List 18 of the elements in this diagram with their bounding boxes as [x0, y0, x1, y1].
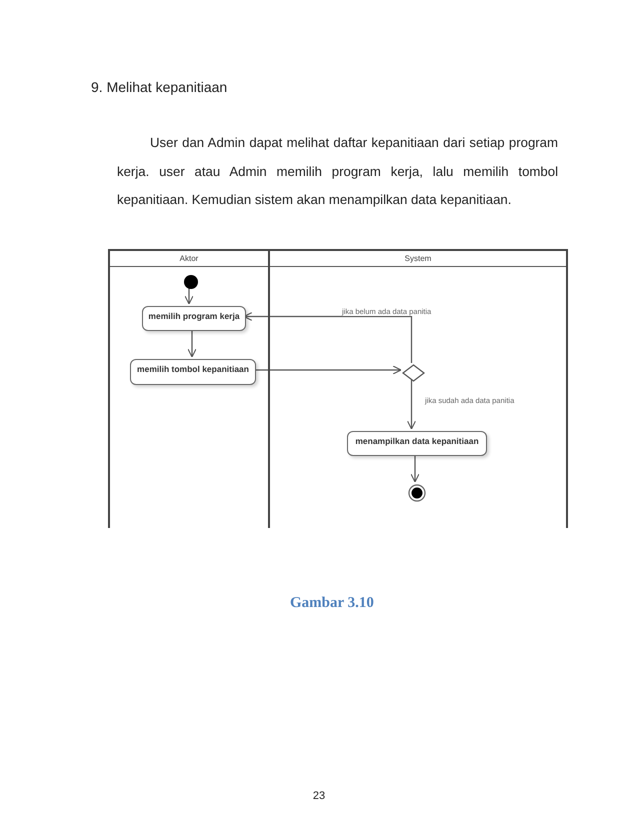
arrow — [254, 365, 402, 375]
arrow — [410, 454, 420, 483]
lane-header: Aktor — [110, 251, 268, 267]
page-number: 23 — [312, 790, 326, 802]
action-box: memilih program kerja — [142, 306, 246, 331]
arrow — [184, 288, 194, 305]
final-node — [408, 484, 426, 502]
paragraph: User dan Admin dapat melihat daftar kepanitiaan dari setiap program kerja. user atau Admin memilih program kerja, lalu memilih tombol kepanitiaan. Kemudian sistem akan menampilkan data kepanitiaan. — [117, 134, 558, 209]
action-box: memilih tombol kepanitiaan — [130, 359, 256, 385]
decision-diamond — [403, 365, 424, 381]
arrow — [406, 379, 416, 430]
section-heading: 9. Melihat kepanitiaan — [91, 79, 228, 95]
lane-header: System — [270, 251, 566, 267]
swimlane — [108, 249, 268, 528]
arrow — [187, 329, 197, 358]
initial-node — [183, 274, 199, 290]
figure-caption: Gambar 3.10 — [290, 595, 374, 612]
action-box: menampilkan data kepanitiaan — [347, 431, 487, 456]
